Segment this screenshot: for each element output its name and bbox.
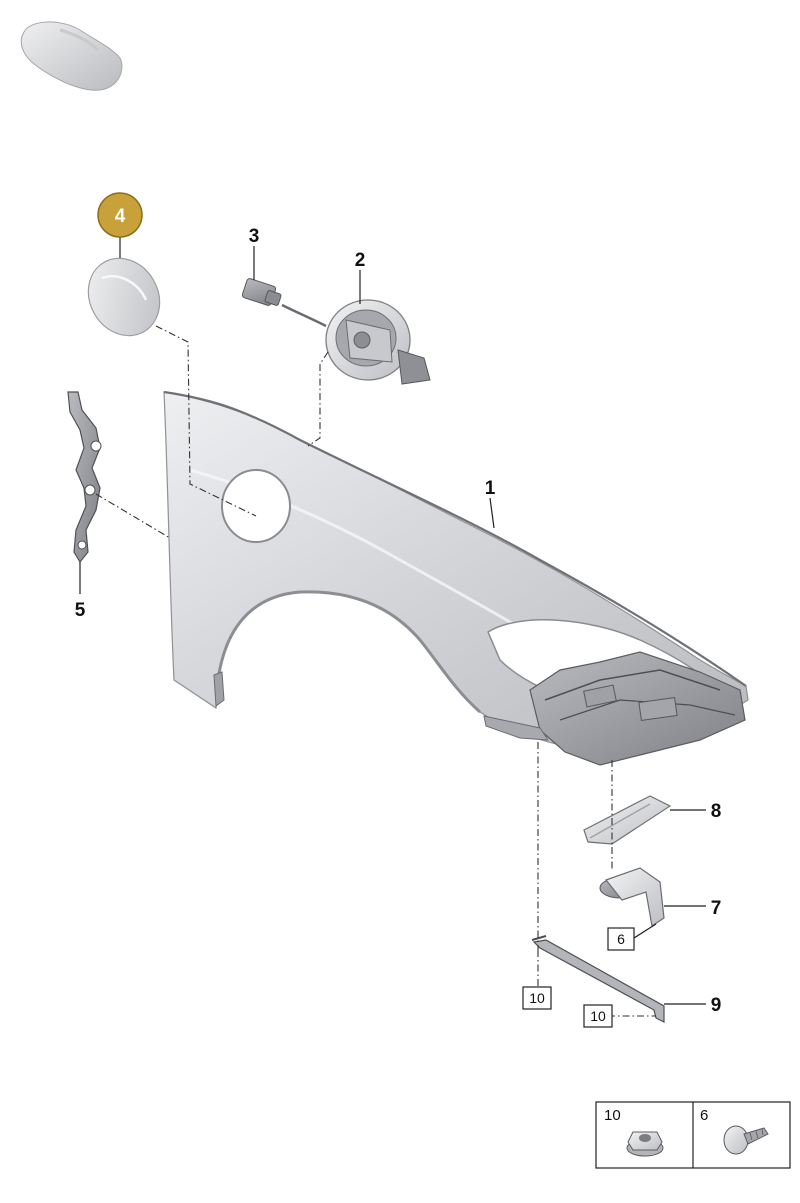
ref-box-10-right[interactable]: 10 bbox=[583, 1004, 613, 1028]
legend-item-screw[interactable]: 6 bbox=[700, 1107, 769, 1155]
flange-nut-icon bbox=[626, 1131, 664, 1157]
vehicle-thumbnail-icon bbox=[20, 21, 123, 91]
callout-leaders bbox=[79, 236, 706, 1005]
front-fender-part[interactable] bbox=[163, 390, 749, 766]
callout-part-7[interactable]: 7 bbox=[711, 898, 722, 919]
callout-label: 4 bbox=[115, 206, 126, 227]
legend-label: 6 bbox=[700, 1107, 708, 1124]
callout-part-2[interactable]: 2 bbox=[355, 250, 366, 271]
plate-bracket-part[interactable] bbox=[583, 795, 672, 845]
callout-part-4[interactable]: 4 bbox=[97, 192, 143, 238]
legend-item-nut[interactable]: 10 bbox=[604, 1107, 664, 1157]
callout-part-8[interactable]: 8 bbox=[711, 801, 722, 822]
callout-part-3[interactable]: 3 bbox=[249, 226, 260, 247]
ref-box-label: 10 bbox=[590, 1008, 606, 1024]
callout-part-9[interactable]: 9 bbox=[711, 995, 722, 1016]
assembly-guide-lines bbox=[95, 325, 656, 1017]
fender-bracket-part[interactable] bbox=[67, 391, 102, 564]
ref-box-10-left[interactable]: 10 bbox=[522, 986, 552, 1010]
ref-box-6[interactable]: 6 bbox=[607, 927, 635, 951]
fuel-filler-housing-part[interactable] bbox=[325, 299, 431, 385]
callout-part-5[interactable]: 5 bbox=[75, 600, 86, 621]
ref-box-label: 10 bbox=[529, 990, 545, 1006]
callout-part-1[interactable]: 1 bbox=[485, 478, 496, 499]
angled-bracket-part[interactable] bbox=[599, 867, 665, 928]
actuator-connector-part[interactable] bbox=[241, 278, 327, 328]
fuel-flap-cover-part[interactable] bbox=[75, 245, 174, 348]
screw-icon bbox=[723, 1125, 769, 1155]
ref-box-label: 6 bbox=[617, 931, 625, 947]
legend-label: 10 bbox=[604, 1107, 621, 1124]
support-strut-part[interactable] bbox=[531, 935, 665, 1023]
fastener-legend: 10 6 bbox=[595, 1101, 791, 1169]
